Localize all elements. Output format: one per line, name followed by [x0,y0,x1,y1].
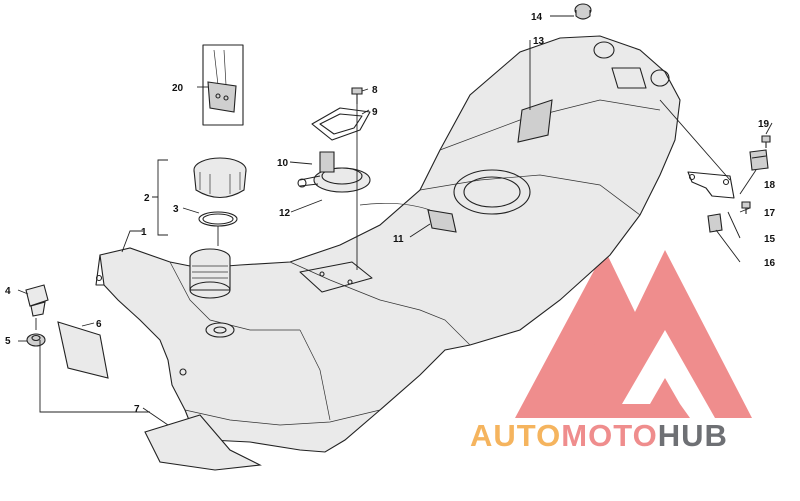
connector [359,202,457,233]
callout-7: 7 [134,404,140,415]
callout-6: 6 [96,319,102,330]
callout-8: 8 [372,85,378,96]
grommet [26,333,46,347]
callout-9: 9 [372,107,378,118]
callout-14: 14 [531,12,543,23]
screw-19 [761,135,771,148]
watermark-logo-triangle [515,250,752,418]
callout-5: 5 [5,336,11,347]
screw-8 [351,87,363,104]
gasket [311,107,371,141]
watermark-brand-auto: AUTO [470,418,562,453]
callout-11: 11 [393,234,404,245]
o-ring [198,211,238,227]
callout-18: 18 [764,180,776,191]
clip [707,213,723,233]
watermark-brand-moto: MOTO [561,418,658,453]
plug [574,3,592,20]
callout-20: 20 [172,83,184,94]
leader-lines [17,15,773,426]
callout-16: 16 [764,258,776,269]
callouts: 1 2 3 4 5 6 7 8 9 10 11 12 13 14 15 16 1… [5,12,776,415]
bracket [687,171,735,199]
callout-10: 10 [277,158,289,169]
clamp [749,149,769,171]
pad-6 [57,321,109,379]
fuel-tank [95,35,681,453]
callout-2: 2 [144,193,150,204]
watermark-brand: AUTOMOTOHUB [470,418,728,454]
callout-13: 13 [533,36,545,47]
callout-19: 19 [758,119,770,130]
fuel-pump-assembly [297,151,371,193]
callout-4: 4 [5,286,11,297]
callout-1: 1 [141,227,147,238]
pad-7 [144,414,262,471]
watermark-brand-hub: HUB [657,418,728,453]
filler-cap [193,157,247,199]
callout-17: 17 [764,208,776,219]
callout-15: 15 [764,234,776,245]
callout-3: 3 [173,204,179,215]
fitting [25,284,49,317]
callout-12: 12 [279,208,291,219]
fuel-pump-harness-inset [202,44,244,126]
